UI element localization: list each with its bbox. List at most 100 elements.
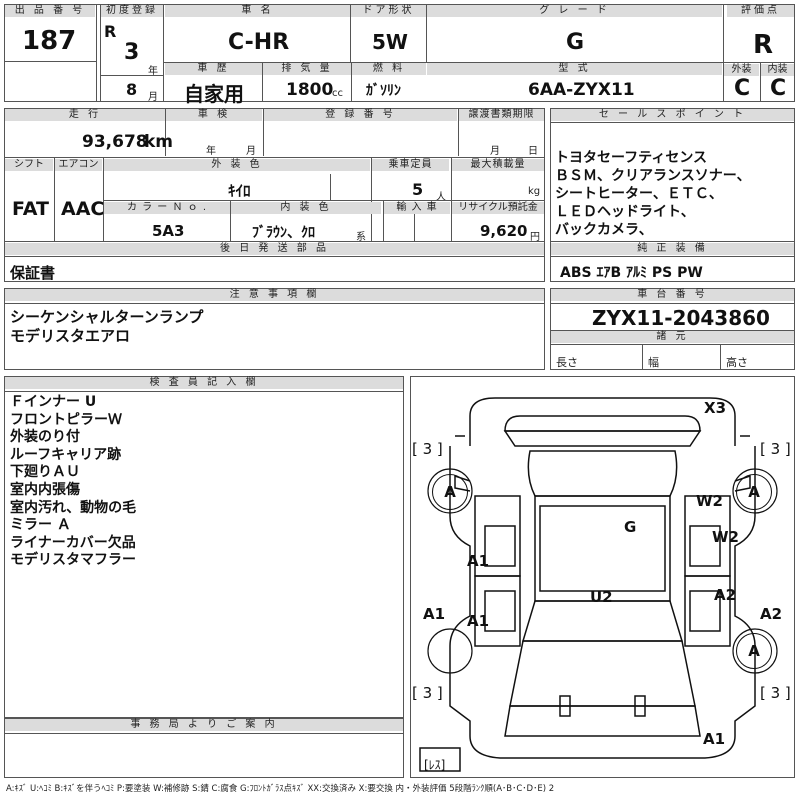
inspector-line: ルーフキャリア跡 <box>10 446 122 463</box>
spare-tire-mark: [ﾚｽ] <box>424 758 446 772</box>
ext-grade: C <box>734 76 751 101</box>
damage-circle-fl: A <box>432 474 468 510</box>
inspector-line: フロントピラーＷ <box>10 411 122 428</box>
damage-mark-a2: A2 <box>760 605 783 623</box>
sales-label: セ ー ル ス ポ イ ン ト <box>551 109 794 121</box>
mileage-unit: km <box>144 132 174 152</box>
reg-year: 3 <box>124 40 140 65</box>
fuel-label: 燃 料 <box>352 63 426 75</box>
car-diagram-block <box>410 376 795 778</box>
office-block <box>4 718 404 778</box>
history-label: 車 歴 <box>165 63 262 75</box>
legend-text: A:ｷｽﾞ U:ﾍｺﾐ B:ｷｽﾞを伴うﾍｺﾐ P:要塗装 W:補修跡 S:錆 … <box>6 784 555 794</box>
damage-mark-x3: X3 <box>704 399 727 417</box>
inspector-block <box>4 376 404 718</box>
interior-unit: 系 <box>356 232 366 243</box>
reg-month-unit: 月 <box>148 92 158 103</box>
damage-mark-a1: A1 <box>467 612 490 630</box>
transfer-day-unit: 日 <box>528 146 538 157</box>
interior-label: 内 装 色 <box>231 202 381 214</box>
door-label: ドア形状 <box>351 5 426 17</box>
tire-mark-rr: [ 3 ] <box>760 684 791 702</box>
sales-line: バックカメラ、 <box>555 222 653 238</box>
sales-line: トヨタセーフティセンス <box>555 150 708 166</box>
lot-number: 187 <box>22 26 77 56</box>
transfer-label: 譲渡書類期限 <box>459 109 544 121</box>
inspector-line: モデリスタマフラー <box>10 552 136 569</box>
ext-label: 外装 <box>724 64 759 76</box>
equipment-items: ABS ｴｱB ｱﾙﾐ PS PW <box>560 265 703 281</box>
reg-box <box>100 4 164 102</box>
insp-year-unit: 年 <box>206 146 216 157</box>
later-value: 保証書 <box>10 264 56 282</box>
damage-circle-fr: A <box>736 474 772 510</box>
score: R <box>753 30 774 60</box>
sales-line: シートヒーター、ＥＴＣ、 <box>555 186 723 202</box>
damage-mark-a1: A1 <box>467 552 490 570</box>
notes-label: 注 意 事 項 欄 <box>5 289 544 301</box>
inspector-label: 検 査 員 記 入 欄 <box>5 377 403 389</box>
chassis-block <box>550 288 795 370</box>
ac-value: AAC <box>61 198 105 220</box>
history-value: 自家用 <box>184 82 244 106</box>
inspector-line: 下廻りＡＵ <box>10 464 80 481</box>
notes-block <box>4 288 545 370</box>
model-value: 6AA-ZYX11 <box>528 80 635 100</box>
tire-mark-rl: [ 3 ] <box>412 684 443 702</box>
damage-mark-g: G <box>624 518 637 536</box>
length-label: 長さ <box>556 356 578 369</box>
info-block <box>4 108 545 282</box>
spec-label: 諸 元 <box>551 331 794 343</box>
notes-line: シーケンシャルターンランプ <box>10 308 204 326</box>
later-label: 後 日 発 送 部 品 <box>5 243 544 255</box>
capacity-value: 5 <box>412 180 424 199</box>
grade-label: グ レ ー ド <box>427 5 722 17</box>
int-grade: C <box>770 76 787 101</box>
car-name: C-HR <box>228 30 290 55</box>
car-diagram <box>419 397 778 772</box>
reg-era: R <box>104 22 117 41</box>
reg-year-unit: 年 <box>148 66 158 77</box>
insp-month-unit: 月 <box>246 146 256 157</box>
displacement-unit: cc <box>332 88 343 99</box>
reg-label: 初度登録 <box>101 5 163 17</box>
displacement-value: 1800 <box>286 80 334 100</box>
shift-label: シフト <box>5 159 53 171</box>
inspector-line: Ｆインナー U <box>10 394 97 410</box>
sales-line: ＢＳＭ、クリアランスソナー、 <box>555 168 751 184</box>
notes-line: モデリスタエアロ <box>10 327 131 345</box>
damage-mark-a1: A1 <box>423 605 446 623</box>
color-label: 外 装 色 <box>104 159 370 171</box>
damage-mark-w2: W2 <box>712 528 739 546</box>
damage-mark-u2: U2 <box>590 588 613 606</box>
sales-line: ＬＥＤヘッドライト、 <box>555 204 695 220</box>
damage-mark-a1: A1 <box>703 730 726 748</box>
mileage-value: 93,678 <box>82 132 148 152</box>
door-type: 5W <box>372 30 408 54</box>
tire-mark-fl: [ 3 ] <box>412 440 443 458</box>
mileage-label: 走 行 <box>5 109 165 121</box>
width-label: 幅 <box>648 356 659 369</box>
color-value: ｷｲﾛ <box>228 182 251 200</box>
equipment-label: 純 正 装 備 <box>551 243 794 255</box>
height-label: 高さ <box>726 356 748 369</box>
recycle-label: リサイクル預託金 <box>452 202 544 214</box>
int-label: 内装 <box>761 64 794 76</box>
lot-label: 出 品 番 号 <box>5 5 95 17</box>
score-label: 評価点 <box>727 5 794 17</box>
header-block <box>4 4 795 102</box>
inspector-line: 室内汚れ、動物の毛 <box>10 499 137 516</box>
colorno-label: カ ラ ー Ｎ ｏ . <box>104 202 230 214</box>
inspector-line: 室内内張傷 <box>10 482 80 498</box>
import-label: 輸 入 車 <box>384 202 450 214</box>
grade: G <box>566 30 585 55</box>
chassis-number: ZYX11-2043860 <box>592 306 770 330</box>
displacement-label: 排 気 量 <box>263 63 351 75</box>
capacity-label: 乗車定員 <box>372 159 449 171</box>
inspection-label: 車 検 <box>166 109 262 121</box>
tire-mark-fr: [ 3 ] <box>760 440 791 458</box>
model-label: 型 式 <box>427 63 722 75</box>
interior-value: ﾌﾞﾗｳﾝ、ｸﾛ <box>252 225 315 241</box>
fuel-value: ｶﾞｿﾘﾝ <box>366 83 401 99</box>
regno-label: 登 録 番 号 <box>264 109 457 121</box>
